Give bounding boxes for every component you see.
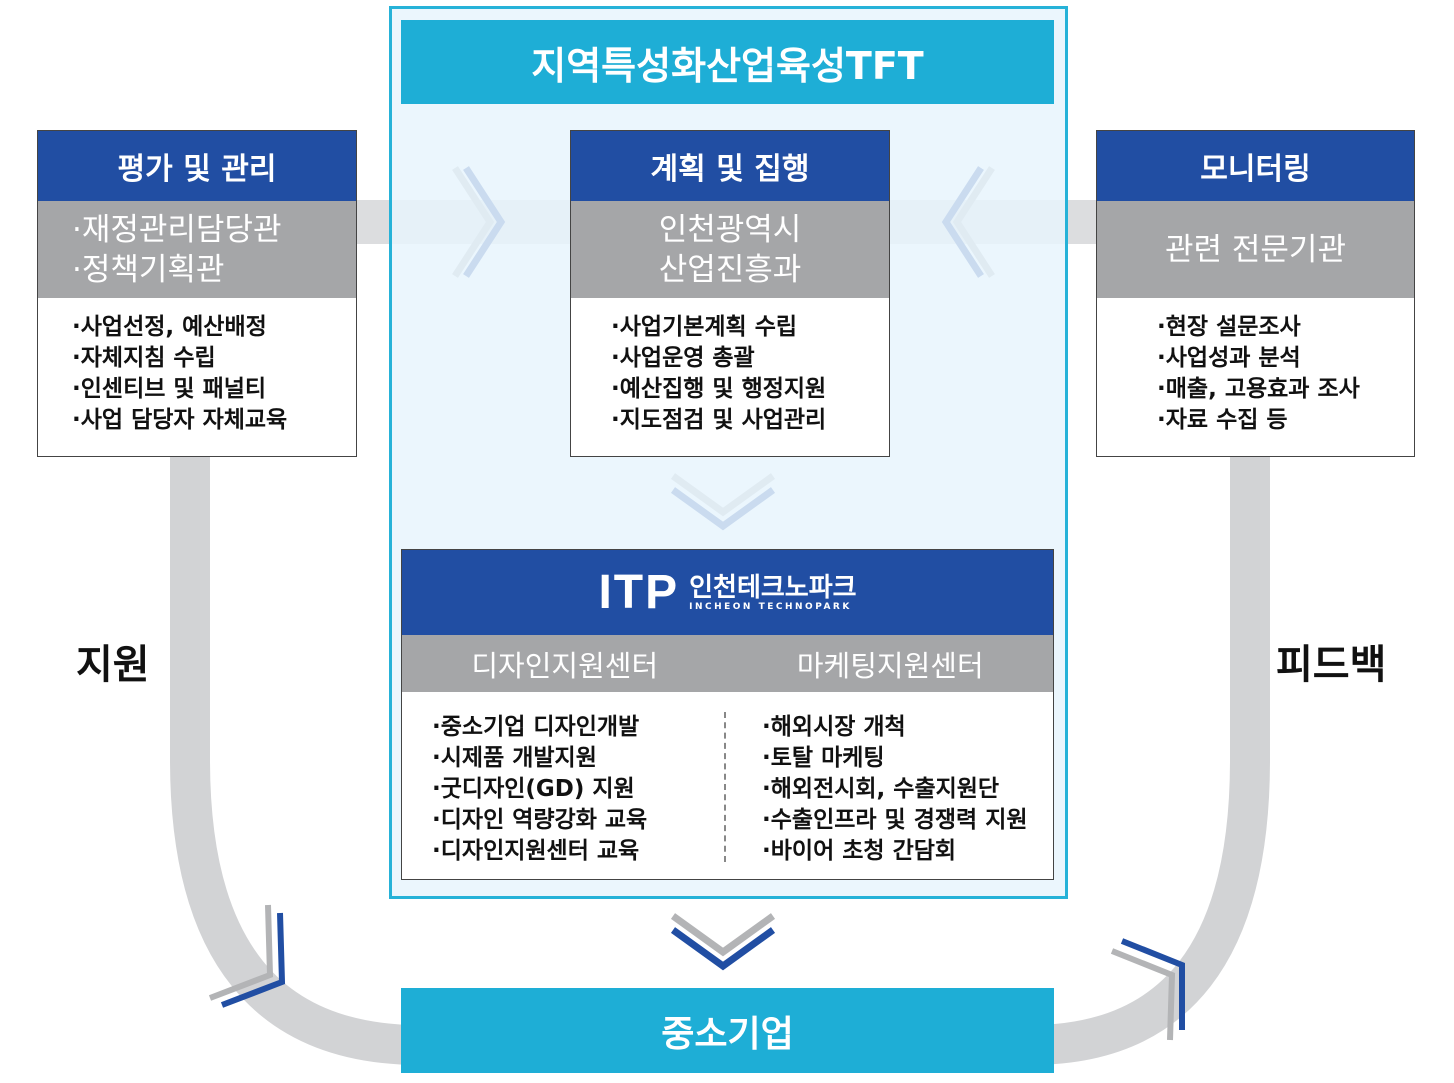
role-org: 인천광역시 산업진흥과 <box>571 201 889 298</box>
feedback-label: 피드백 <box>1276 642 1387 688</box>
tft-title: 지역특성화산업육성TFT <box>401 20 1054 104</box>
org-line: ·재정관리담당관 <box>72 211 282 248</box>
dashed-divider <box>724 712 726 862</box>
role-task-list: 사업기본계획 수립 사업운영 총괄 예산집행 및 행정지원 지도점검 및 사업관… <box>571 298 889 436</box>
left-support-arc <box>170 455 421 1065</box>
task-item: 매출, 고용효과 조사 <box>1157 374 1414 405</box>
task-item: 예산집행 및 행정지원 <box>611 374 889 405</box>
center-item: 해외전시회, 수출지원단 <box>762 774 1028 805</box>
task-item: 자체지침 수립 <box>72 343 356 374</box>
itp-logo-korean: 인천테크노파크 <box>689 572 857 603</box>
center-name-marketing: 마케팅지원센터 <box>796 648 984 683</box>
task-item: 사업운영 총괄 <box>611 343 889 374</box>
center-item: 디자인 역량강화 교육 <box>432 805 724 836</box>
chevron-down-icon <box>670 913 776 971</box>
itp-box: ITP 인천테크노파크 INCHEON TECHNOPARK 디자인지원센터 마… <box>401 549 1054 880</box>
center-item: 디자인지원센터 교육 <box>432 836 724 867</box>
center-item: 해외시장 개척 <box>762 712 1028 743</box>
task-item: 현장 설문조사 <box>1157 312 1414 343</box>
center-item: 수출인프라 및 경쟁력 지원 <box>762 805 1028 836</box>
role-header: 모니터링 <box>1097 131 1414 201</box>
task-item: 자료 수집 등 <box>1157 405 1414 436</box>
role-box-monitoring: 모니터링 관련 전문기관 현장 설문조사 사업성과 분석 매출, 고용효과 조사… <box>1096 130 1415 457</box>
role-org: 관련 전문기관 <box>1097 201 1414 298</box>
task-item: 사업성과 분석 <box>1157 343 1414 374</box>
support-label: 지원 <box>76 642 150 688</box>
center-name-design: 디자인지원센터 <box>471 648 659 683</box>
role-box-evaluation: 평가 및 관리 ·재정관리담당관 ·정책기획관 사업선정, 예산배정 자체지침 … <box>37 130 357 457</box>
center-item: 바이어 초청 간담회 <box>762 836 1028 867</box>
org-line: 관련 전문기관 <box>1165 231 1346 268</box>
center-item: 토탈 마케팅 <box>762 743 1028 774</box>
center-item: 시제품 개발지원 <box>432 743 724 774</box>
itp-logo-mark: ITP <box>598 566 680 619</box>
role-box-planning: 계획 및 집행 인천광역시 산업진흥과 사업기본계획 수립 사업운영 총괄 예산… <box>570 130 890 457</box>
role-task-list: 사업선정, 예산배정 자체지침 수립 인센티브 및 패널티 사업 담당자 자체교… <box>38 298 356 436</box>
marketing-center-list: 해외시장 개척 토탈 마케팅 해외전시회, 수출지원단 수출인프라 및 경쟁력 … <box>726 712 1028 867</box>
task-item: 인센티브 및 패널티 <box>72 374 356 405</box>
center-item: 굿디자인(GD) 지원 <box>432 774 724 805</box>
itp-logo: ITP 인천테크노파크 INCHEON TECHNOPARK <box>402 550 1053 635</box>
org-line: 산업진흥과 <box>658 251 802 288</box>
task-item: 사업 담당자 자체교육 <box>72 405 356 436</box>
task-item: 사업기본계획 수립 <box>611 312 889 343</box>
chevron-arc-right-icon <box>1110 938 1185 1041</box>
sme-box: 중소기업 <box>401 988 1054 1073</box>
role-org: ·재정관리담당관 ·정책기획관 <box>38 201 356 298</box>
design-center-list: 중소기업 디자인개발 시제품 개발지원 굿디자인(GD) 지원 디자인 역량강화… <box>402 712 724 867</box>
org-line: 인천광역시 <box>658 211 802 248</box>
role-task-list: 현장 설문조사 사업성과 분석 매출, 고용효과 조사 자료 수집 등 <box>1097 298 1414 436</box>
task-item: 사업선정, 예산배정 <box>72 312 356 343</box>
itp-center-lists: 중소기업 디자인개발 시제품 개발지원 굿디자인(GD) 지원 디자인 역량강화… <box>402 692 1053 867</box>
itp-center-headers: 디자인지원센터 마케팅지원센터 <box>402 635 1053 692</box>
org-line: ·정책기획관 <box>72 251 225 288</box>
chevron-arc-left-icon <box>208 904 286 1008</box>
role-header: 평가 및 관리 <box>38 131 356 201</box>
task-item: 지도점검 및 사업관리 <box>611 405 889 436</box>
itp-logo-english: INCHEON TECHNOPARK <box>689 601 852 612</box>
center-item: 중소기업 디자인개발 <box>432 712 724 743</box>
right-feedback-arc <box>1029 455 1270 1065</box>
role-header: 계획 및 집행 <box>571 131 889 201</box>
